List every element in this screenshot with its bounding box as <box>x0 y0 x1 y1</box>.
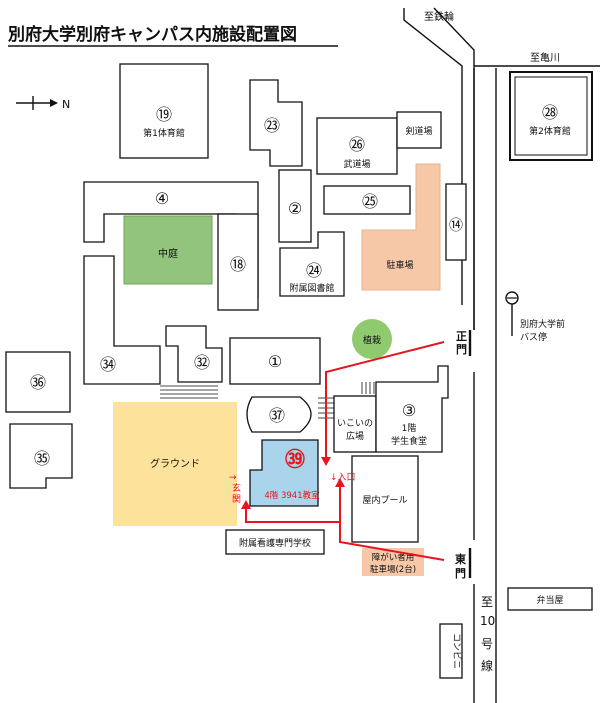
building-32: ㉜ <box>165 325 223 383</box>
disabled-parking: 障がい者用 駐車場(2台) <box>362 548 424 576</box>
bus-stop-name-2: バス停 <box>520 331 547 343</box>
parking-lot-name: 駐車場 <box>386 259 413 271</box>
building-2: ② <box>278 169 312 243</box>
disabled-parking-name-1: 障がい者用 <box>372 552 415 563</box>
road-label-route10-1: 至 <box>481 595 493 609</box>
main-gate-label-2: 門 <box>456 343 467 356</box>
building-19-name: 第1体育館 <box>143 127 185 139</box>
east-gate-label-2: 門 <box>455 567 466 580</box>
route-east-arrow-icon <box>335 478 345 487</box>
building-19-number: ⑲ <box>156 105 172 124</box>
building-34-number: ㉞ <box>100 355 116 374</box>
sports-ground: グラウンド <box>113 402 237 526</box>
east-gate-label: 東 <box>455 552 467 566</box>
building-3-number: ③ <box>402 401 416 420</box>
building-19: ⑲ 第1体育館 <box>119 63 209 159</box>
building-39-number: ㊴ <box>285 447 305 471</box>
indoor-pool: 屋内プール <box>351 455 419 543</box>
building-36: ㊱ <box>5 351 71 413</box>
building-4-number: ④ <box>155 189 169 208</box>
roads <box>403 7 600 703</box>
convenience-store-name: コンビニ <box>451 633 462 669</box>
route-main-arrow-icon <box>321 457 331 466</box>
building-26: ㉖ 武道場 <box>316 117 398 175</box>
building-26-number: ㉖ <box>349 135 365 154</box>
planting-area: 植栽 <box>352 319 392 359</box>
building-39: ㊴ 4階 3941教室 <box>249 439 320 507</box>
stairs-34 <box>160 385 218 399</box>
courtyard: 中庭 <box>123 215 213 285</box>
stairs-plaza <box>361 382 375 394</box>
building-3: ③ 1階 学生食堂 <box>375 365 449 453</box>
road-label-route10-3: 号 <box>481 637 493 651</box>
building-36-number: ㊱ <box>30 373 46 392</box>
route-genkan-arrow-icon <box>241 500 251 509</box>
road-label-railway: 至鉄輪 <box>424 10 454 23</box>
sports-ground-name: グラウンド <box>150 457 200 470</box>
north-arrow-icon <box>16 96 58 110</box>
north-label: N <box>62 98 70 111</box>
building-35: ㉟ <box>9 423 73 489</box>
building-34: ㉞ <box>83 255 161 385</box>
entrance-label: ↓入口 <box>330 472 356 483</box>
courtyard-name: 中庭 <box>158 247 178 260</box>
building-37-number: ㊲ <box>269 406 285 425</box>
building-14: ⑭ <box>445 183 467 261</box>
building-18-number: ⑱ <box>230 255 246 274</box>
building-24-number: ㉔ <box>306 261 322 280</box>
building-35-number: ㉟ <box>34 449 50 468</box>
bento-shop: 弁当屋 <box>507 587 593 611</box>
building-39-room: 4階 3941教室 <box>264 490 320 501</box>
map-title: 別府大学別府キャンパス内施設配置図 <box>7 24 297 45</box>
building-23-number: ㉓ <box>264 116 280 135</box>
planting-name: 植栽 <box>363 334 381 346</box>
road-label-kamegawa: 至亀川 <box>530 51 560 64</box>
plaza-name-1: いこいの <box>337 419 373 429</box>
building-1-number: ① <box>268 352 282 371</box>
genkan-arrow: → <box>229 473 237 483</box>
nursing-school-name: 附属看護専門学校 <box>239 537 311 549</box>
genkan-label-2: 関 <box>232 494 241 505</box>
building-37: ㊲ <box>246 396 312 433</box>
building-14-number: ⑭ <box>449 218 463 234</box>
bento-shop-name: 弁当屋 <box>536 594 563 606</box>
building-28-number: ㉘ <box>542 103 558 122</box>
indoor-pool-name: 屋内プール <box>362 494 407 506</box>
kendo-hall: 剣道場 <box>396 111 442 149</box>
genkan-label-1: 玄 <box>232 482 241 494</box>
bus-stop-icon <box>505 291 519 336</box>
bus-stop-name-1: 別府大学前 <box>520 318 565 330</box>
plaza-name-2: 広場 <box>346 430 364 442</box>
building-2-number: ② <box>288 199 302 218</box>
building-1: ① <box>229 337 321 385</box>
building-28: ㉘ 第2体育館 <box>509 71 593 161</box>
disabled-parking-name-2: 駐車場(2台) <box>370 564 416 575</box>
building-24: ㉔ 附属図書館 <box>279 231 345 297</box>
building-25-number: ㉕ <box>362 192 378 211</box>
kendo-hall-name: 剣道場 <box>405 125 432 137</box>
building-23: ㉓ <box>249 79 303 167</box>
building-32-number: ㉜ <box>194 353 210 372</box>
route-east-gate <box>245 484 445 561</box>
main-gate-label: 正 <box>456 330 467 343</box>
building-3-floor: 1階 <box>402 423 417 434</box>
nursing-school: 附属看護専門学校 <box>225 529 325 555</box>
building-18: ⑱ <box>217 213 259 311</box>
route-main-gate <box>325 341 445 462</box>
building-3-name: 学生食堂 <box>391 435 427 447</box>
building-25: ㉕ <box>323 185 411 215</box>
building-26-name: 武道場 <box>343 158 370 170</box>
road-label-route10-4: 線 <box>481 658 493 673</box>
road-label-route10-2: 10 <box>480 614 495 628</box>
building-24-name: 附属図書館 <box>289 282 334 294</box>
convenience-store: コンビニ <box>439 623 463 679</box>
ikoi-plaza: いこいの 広場 <box>333 395 377 453</box>
parking-lot: 駐車場 <box>361 163 441 291</box>
building-28-name: 第2体育館 <box>529 125 571 137</box>
